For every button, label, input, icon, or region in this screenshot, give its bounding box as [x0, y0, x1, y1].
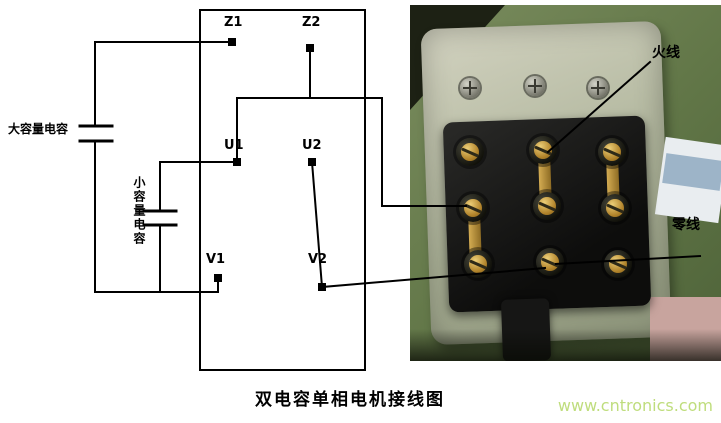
terminal-screw — [529, 136, 557, 164]
small-capacitor-symbol — [142, 209, 178, 227]
live-wire-label: 火线 — [652, 45, 680, 61]
terminal-screw — [464, 250, 492, 278]
mounting-screw — [588, 78, 608, 98]
terminal-dots — [214, 38, 326, 291]
terminal-screw — [601, 194, 629, 222]
large-capacitor-label: 大容量电容 — [8, 122, 69, 136]
neutral-wire-label: 零线 — [672, 217, 700, 233]
terminal-screw — [456, 138, 484, 166]
winding-box — [199, 9, 366, 371]
terminal-screw — [604, 250, 632, 278]
terminal-label-u2: U2 — [302, 138, 322, 153]
terminal-label-u1: U1 — [224, 138, 244, 153]
mounting-screw — [525, 76, 545, 96]
watermark-text: www.cntronics.com — [557, 396, 713, 415]
small-capacitor-label: 小容量电容 — [132, 176, 146, 246]
terminal-screw — [533, 192, 561, 220]
diagram-caption: 双电容单相电机接线图 — [255, 390, 445, 410]
terminal-screw — [598, 138, 626, 166]
terminal-screw — [536, 248, 564, 276]
terminal-label-v2: V2 — [308, 252, 327, 267]
terminal-label-z2: Z2 — [302, 15, 320, 30]
mounting-screw — [460, 78, 480, 98]
terminal-screw — [459, 194, 487, 222]
photo-shadow — [410, 329, 721, 361]
terminal-label-v1: V1 — [206, 252, 225, 267]
terminal-label-z1: Z1 — [224, 15, 242, 30]
large-capacitor-symbol — [78, 124, 114, 143]
